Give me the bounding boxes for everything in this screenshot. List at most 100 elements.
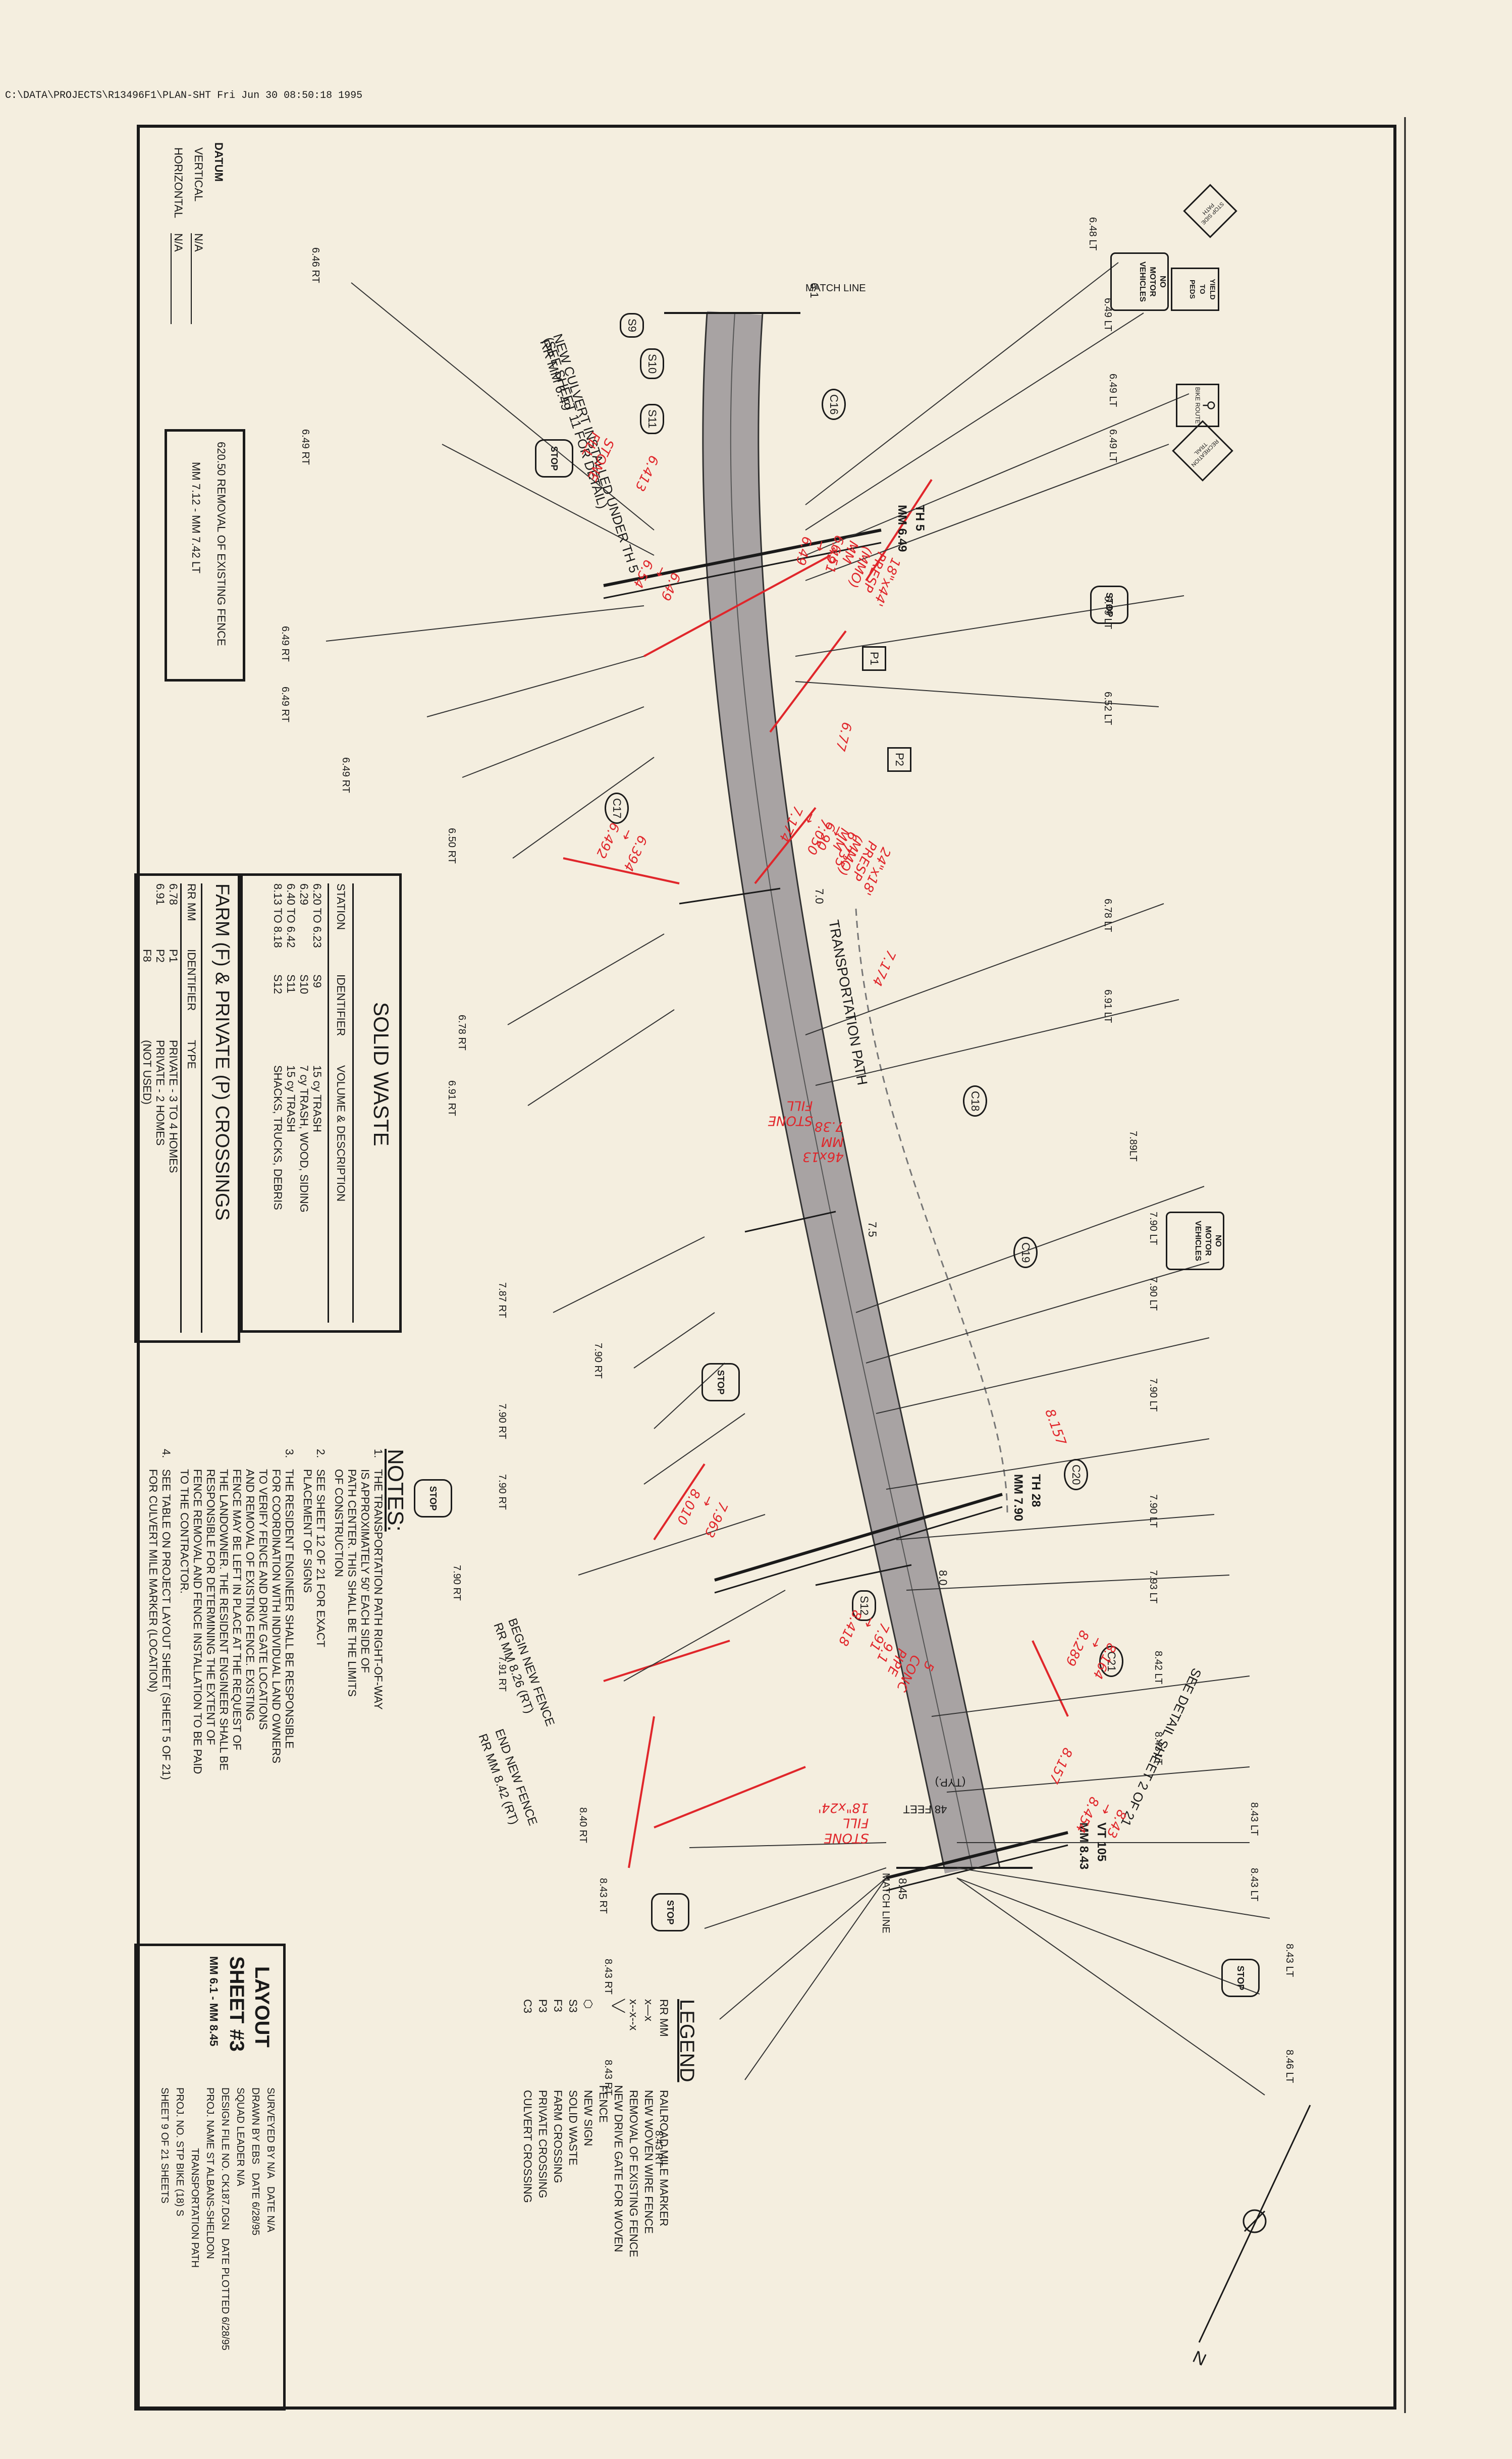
datum-horizontal-value: N/A — [171, 233, 185, 324]
note-num: 1. — [372, 1449, 385, 1458]
sign-label-lt: 7.93 LT — [1148, 1570, 1159, 1604]
sign-label-lt: 6.78 LT — [1102, 899, 1113, 932]
tb-label: PROJ. NAME — [204, 2087, 215, 2150]
note-line: FENCE REMOVAL AND FENCE INSTALLATION TO … — [191, 1469, 204, 1774]
sign-label-rt: 8.43 RT — [603, 1959, 614, 1995]
tb-label: DESIGN FILE NO. — [220, 2087, 231, 2171]
match-line-right-mm: 8.45 — [896, 1878, 909, 1900]
sign-label-rt: 6.91 RT — [446, 1080, 457, 1116]
note-line: TO VERIFY FENCE AND DRIVE GATE LOCATIONS — [257, 1469, 269, 1730]
path-edge-bottom — [702, 312, 945, 1868]
solid-waste-title: SOLID WASTE — [369, 1002, 393, 1146]
feet-label: 48 FEET — [903, 1803, 947, 1816]
stop-sign-icon: STOP — [701, 1363, 740, 1401]
sign-label-rt: 8.43 RT — [653, 2130, 664, 2166]
tb-value: ST ALBANS-SHELDON — [204, 2152, 215, 2259]
tb-value: 9 — [159, 2123, 170, 2130]
tb-value: EBS — [250, 2144, 261, 2165]
note-line: SEE TABLE ON PROJECT LAYOUT SHEET (SHEET… — [160, 1469, 173, 1780]
sign-label-lt: 8.43 LT — [1284, 1944, 1295, 1977]
fence-removal-line — [855, 908, 1008, 1515]
sign-label-rt: 7.90 RT — [497, 1474, 508, 1510]
legend-symbol: P3 — [536, 1999, 549, 2013]
note-line: SEE SHEET 12 OF 21 FOR EXACT — [314, 1469, 327, 1647]
solid-waste-headers: STATION IDENTIFIER VOLUME & DESCRIPTION — [328, 883, 354, 1323]
fence-removal-box: 620.50 REMOVAL OF EXISTING FENCE MM 7.12… — [165, 429, 245, 682]
station-7-5: 7.5 — [866, 1222, 879, 1237]
legend-symbol: RR MM — [658, 1999, 670, 2037]
sign-label-rt: 7.90 RT — [592, 1343, 604, 1379]
tb-row: PROJ. NAME ST ALBANS-SHELDON — [202, 2087, 218, 2400]
tb-row: DESIGN FILE NO. CK187.DGN DATE PLOTTED 6… — [218, 2087, 233, 2400]
datum-vertical-label: VERTICAL — [192, 147, 205, 202]
sign-label-lt: 6.49 LT — [1107, 429, 1118, 463]
tb-value: 21 — [159, 2149, 170, 2161]
sign-label-lt: 8.43 LT — [1153, 1732, 1164, 1765]
datum-title: DATUM — [212, 142, 225, 182]
note-line: THE LANDOWNER. THE RESIDENT ENGINEER SHA… — [218, 1469, 230, 1771]
marker-s9: S9 — [620, 313, 644, 338]
sign-icon: ⬡ — [582, 1999, 595, 2009]
match-line-right-label: MATCH LINE — [880, 1873, 891, 1933]
station-ticks — [679, 887, 912, 1586]
sign-label-rt: 6.50 RT — [446, 828, 457, 864]
marker-c16: C16 — [822, 389, 846, 421]
tb-value: STP BIKE (18) S — [174, 2140, 185, 2217]
sign-text: RECREATION TRAIL — [1190, 438, 1220, 468]
tb-label: SQUAD LEADER — [235, 2087, 246, 2167]
note-num: 3. — [283, 1449, 296, 1458]
note-line: TO THE CONTRACTOR. — [178, 1469, 191, 1594]
notes-block: NOTES: 1.THE TRANSPORTATION PATH RIGHT-O… — [146, 1449, 408, 1903]
cell: 8.13 TO 8.18 — [272, 883, 284, 948]
redline-markup — [563, 479, 1069, 1868]
tb-label: DATE — [265, 2186, 276, 2213]
legend-symbol: F3 — [552, 1999, 564, 2012]
sign-label-lt: 8.46 LT — [1284, 2050, 1295, 2083]
note-line: AND REMOVAL OF EXISTING FENCE. EXISTING — [244, 1469, 256, 1721]
marker-p2: P2 — [887, 747, 911, 772]
bike-route-sign-icon: ⚲ BIKE ROUTE — [1176, 384, 1219, 427]
notes-title: NOTES: — [383, 1449, 408, 1532]
cell: 15 cy TRASH — [311, 1065, 323, 1132]
sheet-border — [137, 125, 1396, 2410]
sign-label-rt: 6.49 RT — [340, 757, 351, 793]
stop-sign-icon: STOP — [414, 1479, 452, 1518]
th5-road-2 — [603, 542, 882, 599]
legend-symbol: C3 — [521, 1999, 534, 2014]
stop-sign-icon: STOP — [1090, 586, 1128, 624]
tb-label: OF — [159, 2132, 170, 2147]
th5-road — [603, 529, 882, 587]
cell: P1 — [167, 949, 180, 963]
north-arrow — [1198, 2105, 1311, 2343]
sign-text: VEHICLES — [1194, 1220, 1202, 1261]
tb-range: MM 6.1 - MM 8.45 — [207, 1956, 220, 2047]
cell: 6.40 TO 6.42 — [285, 883, 297, 948]
sign-label-lt: 6.48 LT — [1087, 217, 1098, 251]
legend-label: CULVERT CROSSING — [521, 2090, 534, 2203]
th28-road — [714, 1493, 1003, 1582]
sign-text: MOTOR — [1148, 267, 1157, 297]
legend-item: ╲╱NEW DRIVE GATE FOR WOVEN FENCE — [596, 1999, 626, 2282]
tb-value: N/A — [265, 2215, 276, 2232]
sign-text: TO — [1199, 284, 1207, 294]
datum-vertical-value: N/A — [191, 233, 205, 324]
note-item: 4.SEE TABLE ON PROJECT LAYOUT SHEET (SHE… — [146, 1449, 173, 1903]
redline-text: STONE FILL 18"x24' — [818, 1800, 869, 1846]
cell: P2 — [154, 949, 167, 963]
stop-sign-icon: STOP — [535, 439, 573, 478]
station-7-0: 7.0 — [813, 888, 826, 904]
cell: 7 cy TRASH, WOOD, SIDING — [298, 1065, 310, 1213]
sign-label-lt: 6.91 LT — [1102, 989, 1113, 1023]
path-edge-top — [758, 312, 1001, 1868]
sign-label-lt: 6.49 LT — [1107, 374, 1118, 407]
cell: 6.91 — [154, 883, 167, 905]
